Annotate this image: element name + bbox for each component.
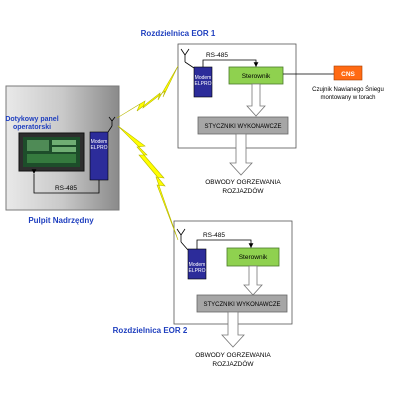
eor1-antenna-icon — [180, 48, 195, 69]
eor2-rs485-label: RS-485 — [203, 232, 225, 239]
eor1-obwody-line2: ROZJAZDÓW — [222, 186, 264, 195]
modem-pulpit-line2: ELPRO — [91, 145, 108, 151]
eor2-sterownik-label: Sterownik — [239, 254, 268, 261]
radio-link-eor2-icon — [117, 125, 179, 241]
rs485-link-pulpit — [31, 169, 100, 194]
antenna-icon — [107, 116, 116, 133]
touch-panel-icon — [18, 132, 85, 172]
cns-desc-line2: montowany w torach — [320, 95, 375, 101]
eor2-antenna-icon — [176, 228, 189, 251]
eor1-modem-line1: Modem — [195, 75, 212, 81]
eor1-styczniki-label: STYCZNIKI WYKONAWCZE — [204, 124, 281, 130]
eor2-modem-line1: Modem — [189, 262, 206, 268]
eor1-rs485-link — [202, 59, 259, 67]
modem-pulpit-line1: Modem — [91, 139, 108, 145]
eor2-styczniki — [196, 294, 288, 313]
eor2-modem-line2: ELPRO — [189, 268, 206, 274]
eor2-output-arrow — [221, 311, 245, 348]
eor1-rs485-label: RS-485 — [206, 52, 228, 59]
eor1-sterownik-label: Sterownik — [242, 73, 271, 80]
panel-label-line2: operatorski — [13, 124, 51, 131]
eor2-title: Rozdzielnica EOR 2 — [113, 326, 188, 335]
rs485-label-pulpit: RS-485 — [55, 185, 77, 192]
cns-box — [333, 65, 363, 81]
eor1-control-arrow — [246, 83, 266, 117]
eor1-output-arrow — [229, 133, 253, 176]
panel-label-line1: Dotykowy panel — [5, 116, 58, 123]
eor2-control-arrow — [243, 265, 263, 296]
radio-link-eor1-icon — [116, 65, 179, 119]
eor2-styczniki-label: STYCZNIKI WYKONAWCZE — [203, 302, 280, 308]
eor2-obwody-line2: ROZJAZDÓW — [212, 359, 254, 368]
cns-label: CNS — [341, 71, 355, 78]
eor1-obwody-line1: OBWODY OGRZEWANIA — [205, 179, 281, 186]
eor2-rs485-link — [196, 239, 254, 249]
eor1-modem-line2: ELPRO — [195, 81, 212, 87]
pulpit-title: Pulpit Nadrzędny — [28, 216, 94, 225]
eor1-title: Rozdzielnica EOR 1 — [141, 29, 216, 38]
eor2-obwody-line1: OBWODY OGRZEWANIA — [195, 352, 271, 359]
cns-desc-line1: Czujnik Nawianego Śniegu — [312, 85, 384, 93]
